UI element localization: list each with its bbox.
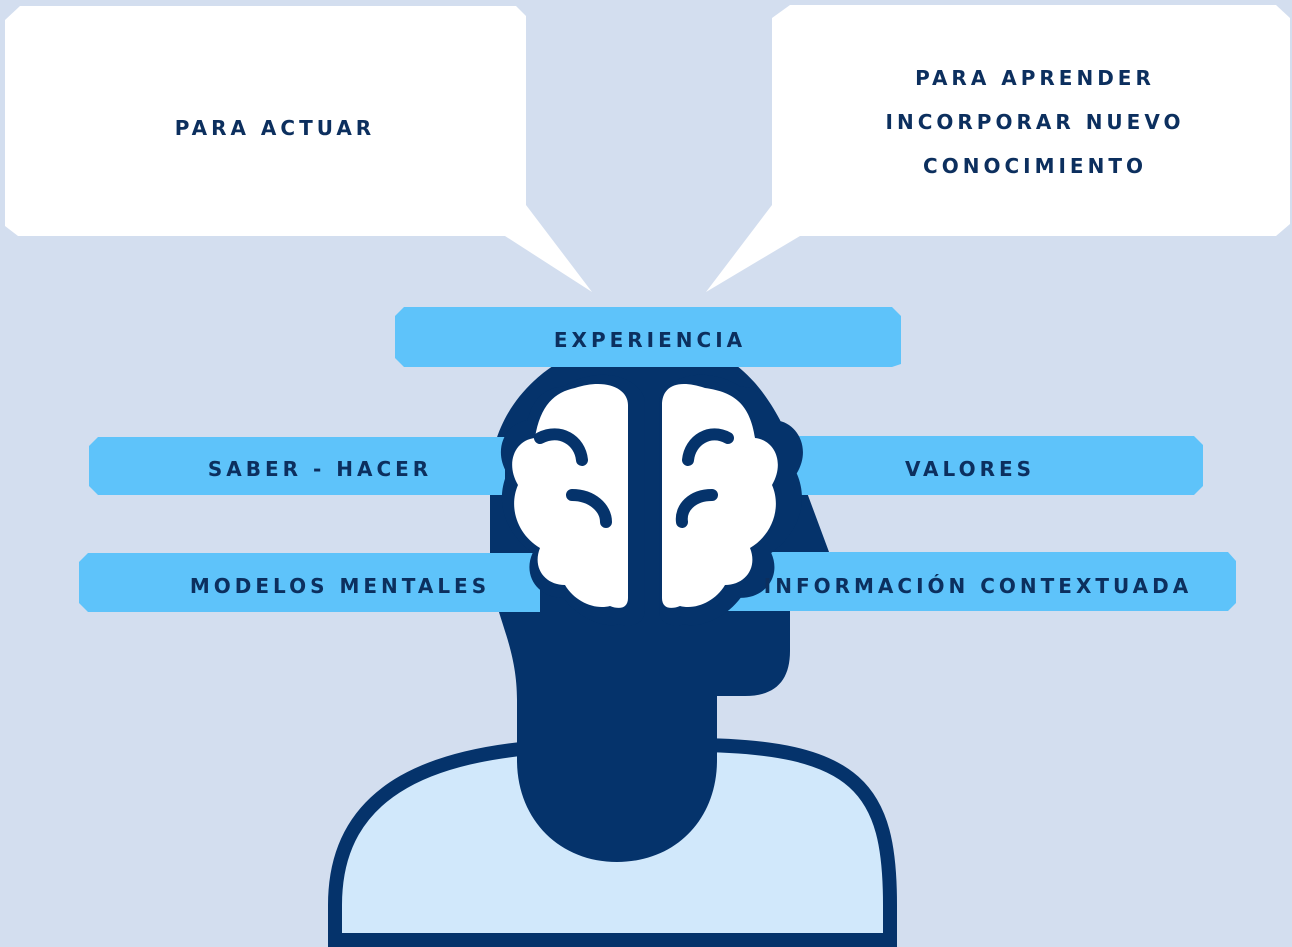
bands-layer [79, 307, 1236, 612]
band-informacion-contextuada [720, 552, 1236, 611]
brain-icon [500, 374, 803, 626]
band-valores [770, 436, 1203, 495]
band-saber-hacer [89, 437, 505, 495]
band-saber-hacer-label: SABER - HACER [207, 457, 433, 481]
band-informacion-contextuada-label: INFORMACIÓN CONTEXTUADA [763, 574, 1193, 598]
band-experiencia-label: EXPERIENCIA [553, 328, 747, 352]
speech-bubble-right [706, 5, 1290, 292]
speech-bubble-left [5, 6, 592, 292]
band-experiencia [395, 307, 901, 367]
bubble-left-text: PARA ACTUAR [174, 116, 376, 140]
bubble-right-text: PARA APRENDER INCORPORAR NUEVO CONOCIMIE… [810, 56, 1260, 188]
bubble-right-line-3: CONOCIMIENTO [923, 154, 1147, 178]
band-valores-label: VALORES [904, 457, 1036, 481]
band-modelos-mentales [79, 553, 540, 612]
band-modelos-mentales-label: MODELOS MENTALES [189, 574, 491, 598]
bubble-right-line-2: INCORPORAR NUEVO [885, 110, 1185, 134]
bubble-right-line-1: PARA APRENDER [915, 66, 1155, 90]
